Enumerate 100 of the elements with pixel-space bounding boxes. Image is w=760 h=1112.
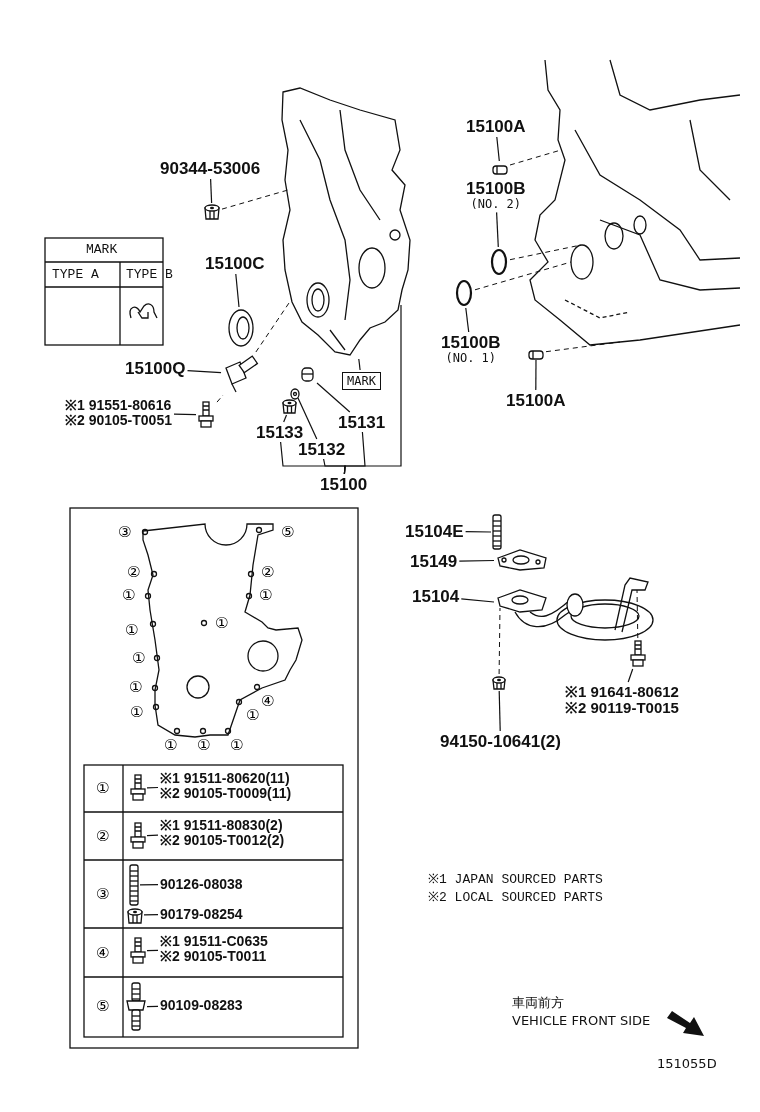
part-note: (NO. 2) [469,197,523,211]
bolt-icon [130,938,146,964]
part-number: 15100A [466,118,526,135]
leader-line [146,786,159,789]
callout-number: ② [96,829,110,844]
mark-label: MARK [342,372,381,390]
part-number: ※2 90105-T0011 [160,948,268,964]
part-number: ※1 91511-C0635 [160,934,268,949]
callout-number: ③ [118,525,132,540]
bolt-icon [130,823,146,849]
leader-line [343,304,402,475]
callout-number: ⑤ [96,999,110,1014]
callout-number: ① [246,708,260,723]
part-number: 15104E [405,523,464,540]
bolt-icon [630,640,646,668]
leader-line [221,189,289,210]
nut-icon [492,676,506,690]
leader-line [139,884,159,886]
callout-number: ① [230,738,244,753]
callout-number: ① [125,623,139,638]
part-number: ※2 90105-T0051 [65,412,172,428]
part-number: ※1 91511-80830(2) [160,818,284,833]
callout-number: ① [164,738,178,753]
callout-number: ① [96,781,110,796]
leader-line [498,690,501,732]
leader-line [186,370,222,374]
leader-line [498,607,501,675]
part-number: ※2 90119-T0015 [565,699,679,716]
part-number: 90179-08254 [160,907,243,921]
leader-line [146,834,159,837]
part-number: 94150-10641(2) [440,733,561,750]
part-number: 90344-53006 [160,160,261,177]
leader-line [283,414,288,423]
leader-line [173,413,197,416]
part-number: ※1 91551-80616 [65,398,172,413]
leader-line [535,359,537,391]
nut-icon [204,204,220,220]
callout-number: ④ [96,946,110,961]
leader-line [216,394,224,403]
part-number: ※1 91511-80620(11) [160,771,291,786]
callout-number: ③ [96,887,110,902]
callout-number: ⑤ [281,525,295,540]
part-note: (NO. 1) [444,351,498,365]
table-header: TYPE B [126,268,173,281]
leader-line [358,358,361,371]
nut-icon [127,908,143,922]
leader-line [636,589,639,639]
part-number: 15149 [410,553,458,570]
part-number: ※1 91641-80612 [565,684,679,700]
part-number: 90126-08038 [160,877,243,891]
leader-line [210,178,213,204]
callout-number: ① [129,680,143,695]
note-text: ※2 LOCAL SOURCED PARTS [428,891,603,904]
washer-icon [290,386,300,397]
plug-icon [300,366,316,384]
leader-line [235,273,240,308]
part-number: ※2 90105-T0009(11) [160,785,292,801]
callout-number: ① [259,588,273,603]
leader-line [496,211,499,248]
callout-number: ① [130,705,144,720]
drawing-number: 151055D [657,1057,717,1070]
callout-number: ④ [261,694,275,709]
part-number: 90109-08283 [160,998,243,1012]
leader-line [146,1005,159,1008]
leader-line [146,949,159,952]
leader-line [297,397,318,440]
part-number: 15100B [441,334,501,352]
part-number: 15100C [205,255,265,272]
oil-seal-icon [228,308,254,348]
stud-bolt-icon [126,982,146,1032]
direction-text: VEHICLE FRONT SIDE [512,1014,651,1027]
leader-line [316,382,351,413]
callout-number: ② [127,565,141,580]
pin-icon [492,162,508,174]
stud-icon [492,514,502,550]
direction-text: 車両前方 [512,996,564,1009]
pin-icon [528,347,544,359]
part-number: 15132 [298,441,346,458]
table-header: MARK [86,243,118,256]
leader-line [143,914,159,916]
table-header: TYPE A [52,268,99,281]
note-text: ※1 JAPAN SOURCED PARTS [428,873,603,886]
callout-number: ① [122,588,136,603]
part-number: 15100Q [125,360,186,377]
leader-line [465,531,492,533]
leader-line [465,307,470,333]
leader-line [460,598,495,603]
part-number: ※2 90105-T0012(2) [160,832,285,848]
sensor-icon [222,354,260,394]
stud-icon [129,864,139,906]
nut-icon [282,398,298,414]
bolt-icon [197,402,215,428]
part-number: 15100B [466,180,526,198]
leader-line [509,244,582,261]
leader-line [458,559,495,562]
part-number: 15100A [506,392,566,409]
gasket-icon [495,548,549,572]
leader-line [496,136,500,162]
callout-number: ① [197,738,211,753]
part-number: 15104 [412,588,460,605]
